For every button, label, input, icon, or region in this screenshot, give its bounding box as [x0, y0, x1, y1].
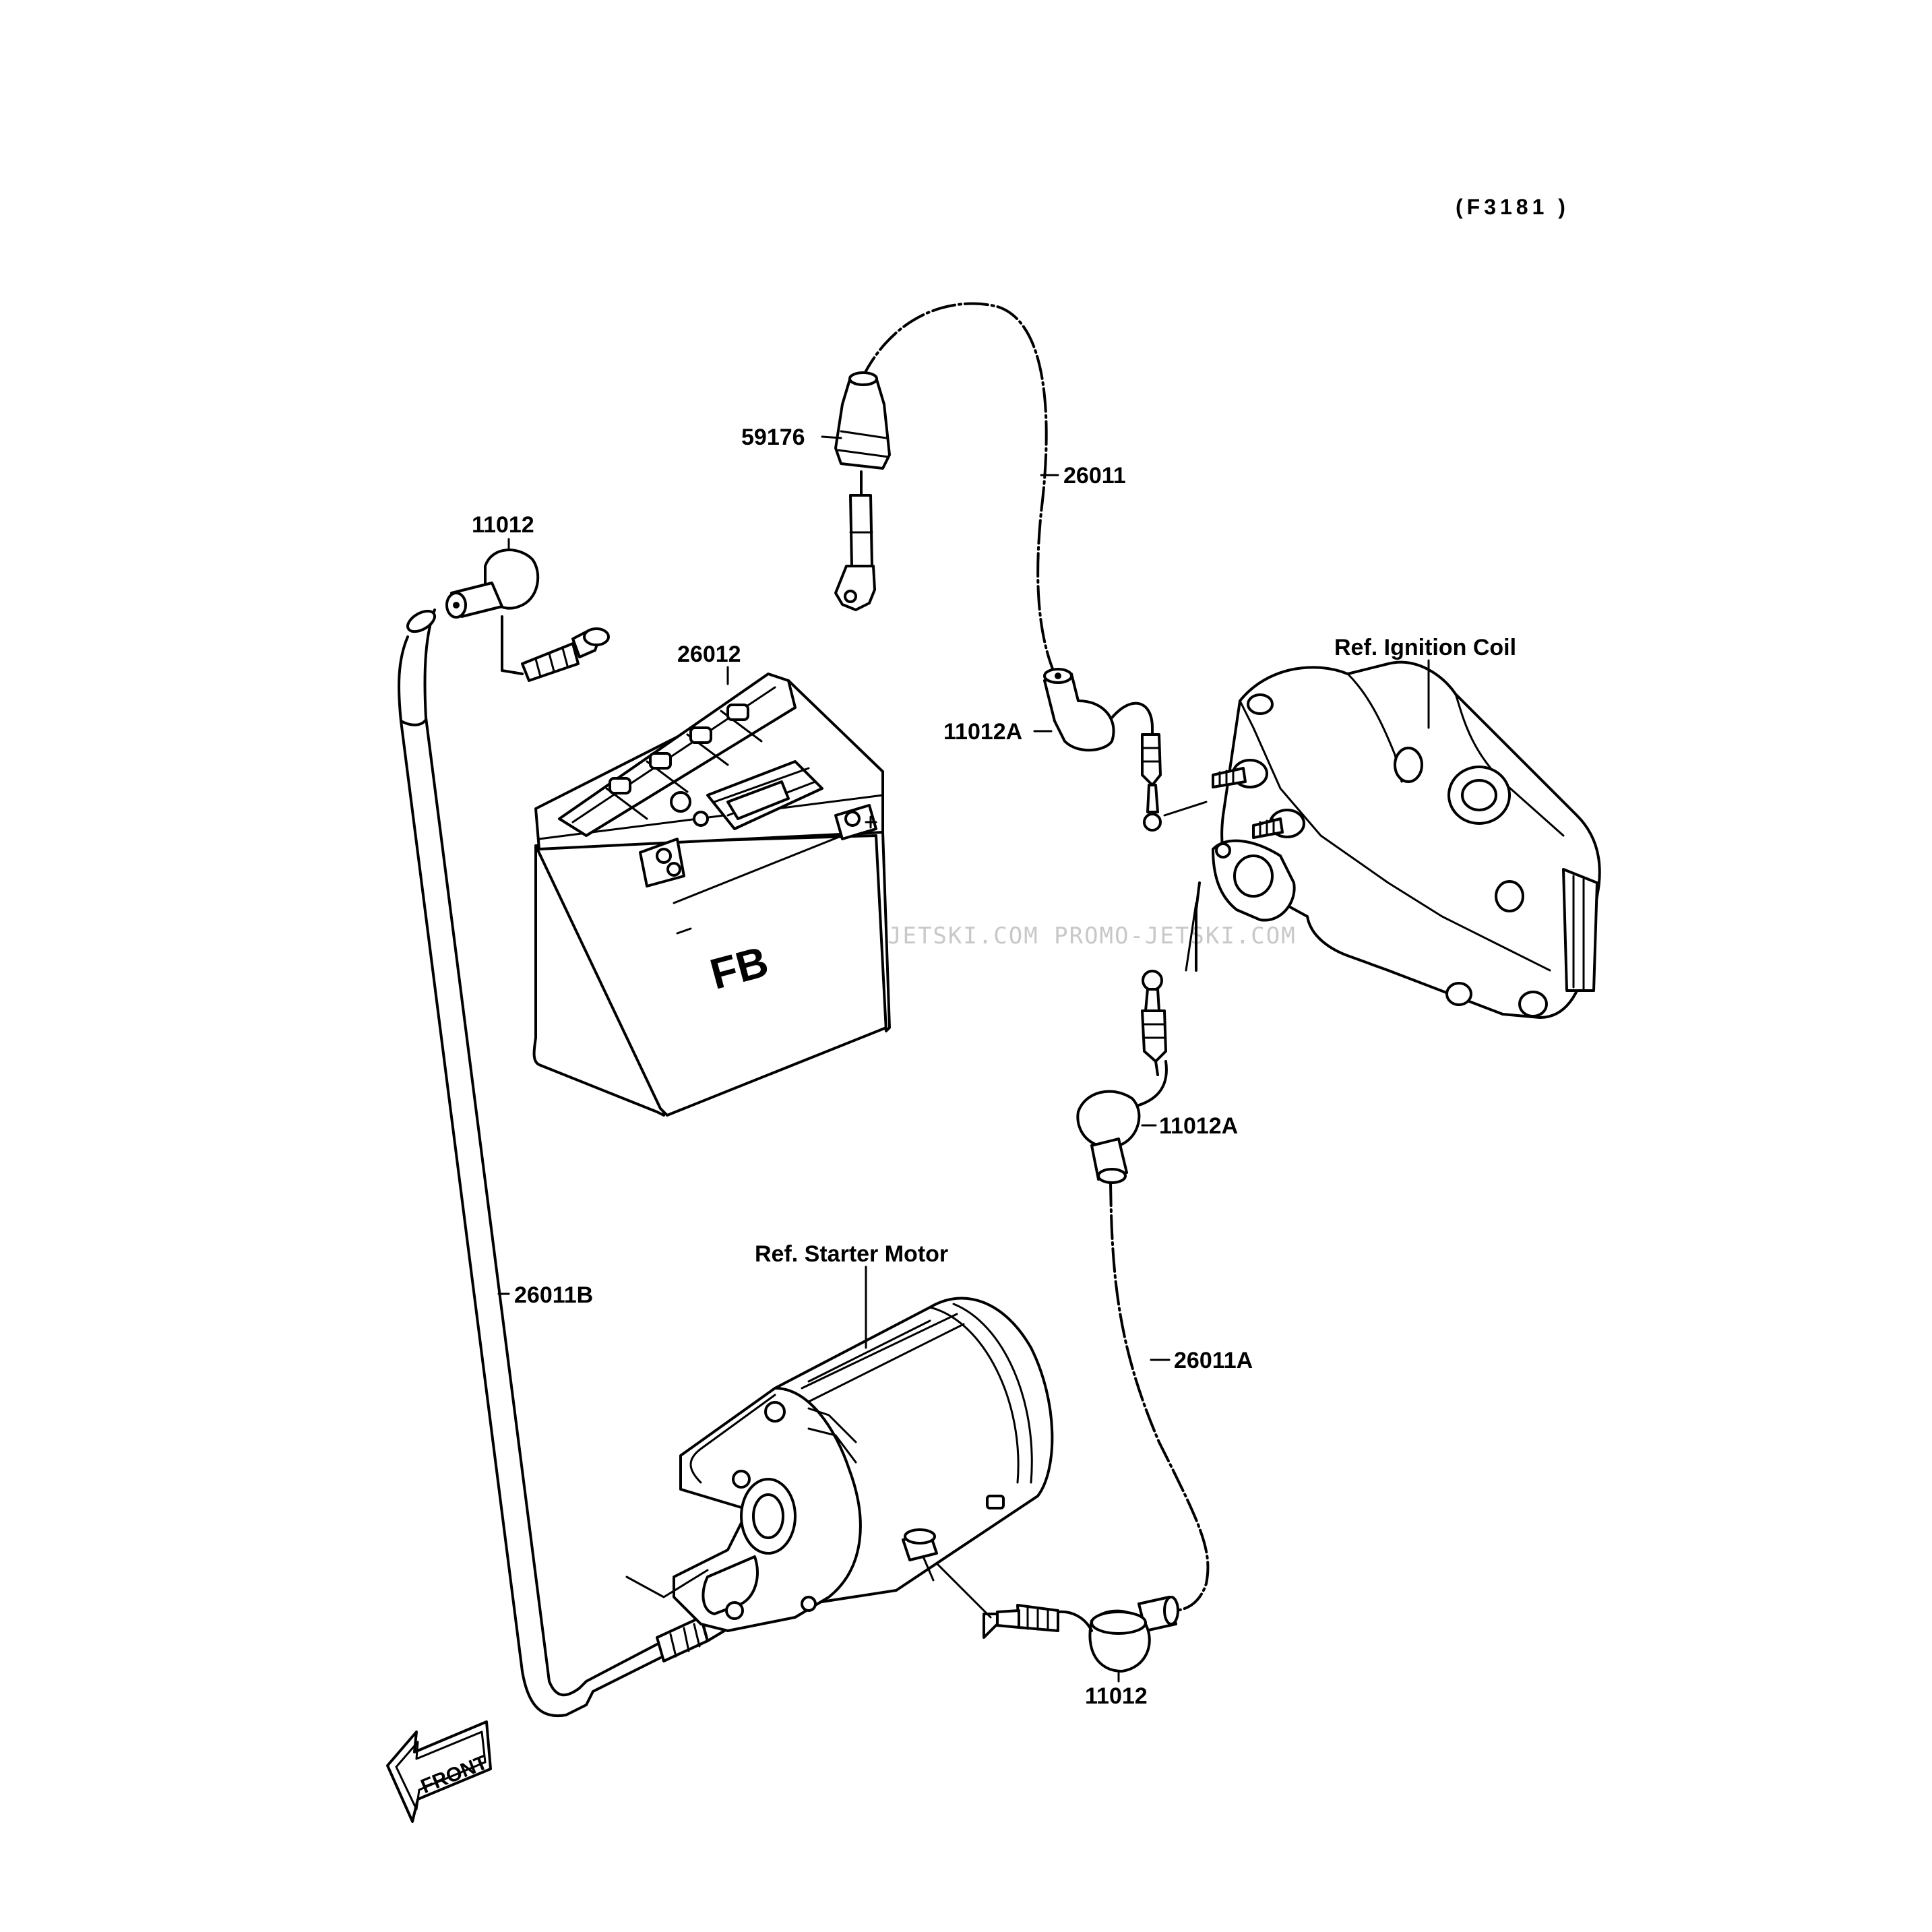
label-11012a-lower: 11012A	[1159, 1113, 1238, 1139]
boot-11012a-upper[interactable]	[1043, 668, 1162, 832]
label-26012: 26012	[677, 642, 741, 667]
boot-11012a-lower[interactable]	[1076, 970, 1168, 1184]
guide-starter-ground	[625, 1569, 709, 1598]
boot-11012-bottom[interactable]	[983, 1596, 1179, 1673]
terminal-cover-59176[interactable]	[834, 371, 891, 611]
label-59176: 59176	[741, 425, 805, 450]
starter-motor	[673, 1297, 1054, 1632]
leader-upper-terminal	[1163, 801, 1208, 817]
guide-starter-positive	[935, 1562, 992, 1619]
label-26011a: 26011A	[1174, 1348, 1253, 1373]
label-26011b: 26011B	[514, 1282, 593, 1308]
battery-26012[interactable]	[532, 673, 891, 1117]
label-ignition-coil: Ref. Ignition Coil	[1334, 635, 1516, 660]
boot-11012-top[interactable]	[445, 549, 610, 682]
figure-code: (F3181 )	[1456, 195, 1569, 219]
cable-26011a[interactable]	[1109, 1181, 1210, 1612]
leader-59176	[821, 435, 842, 439]
label-11012a-upper: 11012A	[943, 719, 1022, 745]
cable-26011[interactable]	[855, 302, 1056, 675]
front-arrow	[386, 1720, 492, 1823]
label-11012-bottom: 11012	[1085, 1683, 1148, 1709]
label-11012-top: 11012	[472, 512, 534, 538]
label-26011: 26011	[1063, 463, 1126, 489]
ignition-coil	[1212, 660, 1601, 1019]
coil-lead-guide	[1185, 902, 1197, 972]
label-starter-motor: Ref. Starter Motor	[755, 1241, 948, 1267]
